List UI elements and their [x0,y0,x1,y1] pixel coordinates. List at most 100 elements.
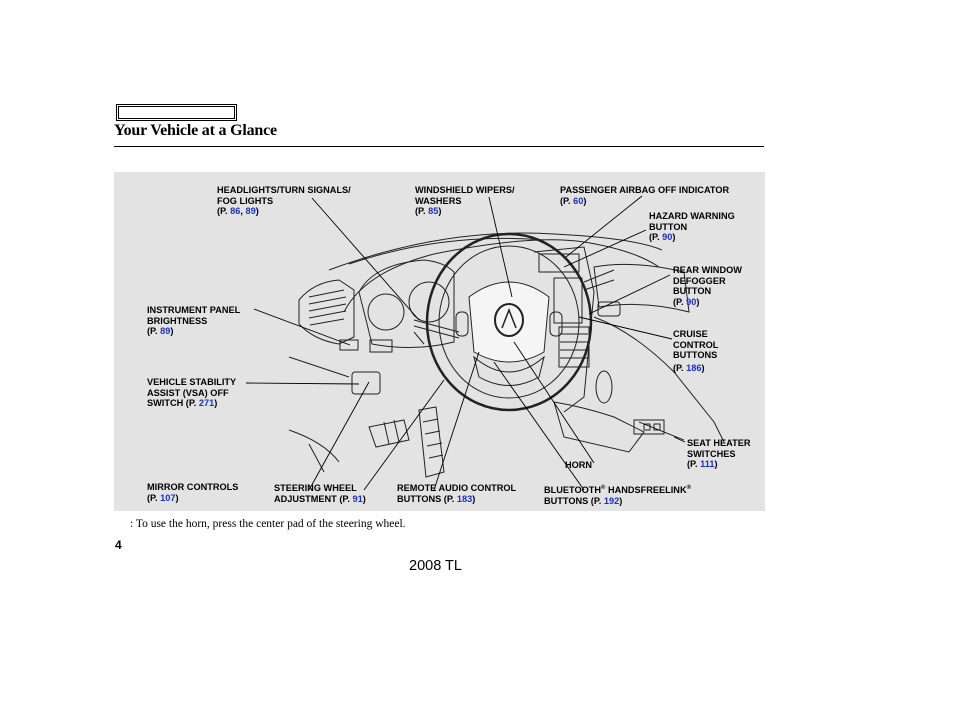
callout-seat-heater-ref: (P. 111) [687,459,750,470]
bluetooth-label: BLUETOOTH [544,485,601,496]
callout-headlights: HEADLIGHTS/TURN SIGNALS/ FOG LIGHTS (P. … [217,185,351,217]
ref-suffix: ) [701,362,705,373]
ref-prefix: (P. [415,206,429,216]
callout-horn: HORN [565,460,592,471]
callout-instrument-ref: (P. 89) [147,326,240,337]
callout-cruise-ref: (P. 186) [673,363,718,374]
ref-prefix: (P. [147,492,161,503]
callout-steering-line2: ADJUSTMENT (P. [274,493,353,504]
callout-wipers: WINDSHIELD WIPERS/ WASHERS (P. 85) [415,185,515,217]
ref-suffix: ) [362,493,366,504]
callout-defogger-ref: (P. 90) [673,297,742,308]
page-link-183[interactable]: 183 [456,493,473,504]
ref-suffix: ) [170,326,174,336]
callout-steering-adjustment: STEERING WHEEL ADJUSTMENT (P. 91) [274,483,366,504]
callout-defogger-line3: BUTTON [673,286,712,296]
callout-cruise-line2: CONTROL [673,339,719,350]
callout-mirror-controls: MIRROR CONTROLS (P. 107) [147,482,238,503]
page-link-60[interactable]: 60 [573,195,584,206]
callout-remote-audio-line1: REMOTE AUDIO CONTROL [397,483,517,493]
page-link-86[interactable]: 86 [230,206,241,216]
dashboard-illustration-panel: HEADLIGHTS/TURN SIGNALS/ FOG LIGHTS (P. … [114,172,765,511]
ref-suffix: ) [583,195,587,206]
callout-bluetooth-line2: BUTTONS (P. [544,495,604,506]
callout-remote-audio-line2: BUTTONS (P. [397,493,457,504]
callout-instrument-brightness: INSTRUMENT PANEL BRIGHTNESS (P. 89) [147,305,240,337]
callout-remote-audio-ref: BUTTONS (P. 183) [397,494,516,505]
title-rule [114,146,764,147]
callout-seat-heater-line2: SWITCHES [687,448,736,459]
callout-vsa-switch: VEHICLE STABILITY ASSIST (VSA) OFF SWITC… [147,377,236,409]
footer-model: 2008 TL [409,558,462,574]
callout-airbag-indicator: PASSENGER AIRBAG OFF INDICATOR (P. 60) [560,185,729,206]
callout-headlights-line2: FOG LIGHTS [217,195,274,206]
callout-cruise-line3: BUTTONS [673,350,718,360]
registered-mark: ® [601,485,606,491]
callout-steering-ref: ADJUSTMENT (P. 91) [274,494,366,505]
ref-suffix: ) [255,206,259,216]
callout-instrument-line1: INSTRUMENT PANEL [147,305,241,315]
callout-mirror-line1: MIRROR CONTROLS [147,482,239,492]
registered-mark: ® [686,485,692,491]
ref-separator: , [240,206,246,216]
ref-suffix: ) [696,296,700,307]
callout-rear-defogger: REAR WINDOW DEFOGGER BUTTON (P. 90) [673,265,742,307]
page-title: Your Vehicle at a Glance [114,122,277,139]
ref-prefix: (P. [673,296,687,307]
horn-note: : To use the horn, press the center pad … [130,518,406,530]
ref-suffix: ) [438,206,442,216]
callout-wipers-line2: WASHERS [415,195,462,206]
callout-airbag-ref: (P. 60) [560,196,729,207]
ref-prefix: (P. [147,326,161,336]
callout-bluetooth-line1: BLUETOOTH® HANDSFREELINK® [544,483,691,496]
ref-suffix: ) [672,232,676,242]
ref-prefix: (P. [687,459,701,469]
callout-bluetooth-handsfreelink: BLUETOOTH® HANDSFREELINK® BUTTONS (P. 19… [544,483,691,506]
page-link-90[interactable]: 90 [686,296,697,307]
page-link-271[interactable]: 271 [198,398,215,408]
callout-cruise-line1: CRUISE [673,329,708,339]
callout-horn-line1: HORN [565,460,593,470]
ref-suffix: ) [714,459,718,469]
callout-vsa-line2: ASSIST (VSA) OFF [147,387,229,398]
page-number: 4 [115,538,122,552]
ref-prefix: (P. [560,195,574,206]
callout-mirror-ref: (P. 107) [147,493,238,504]
callout-defogger-line2: DEFOGGER [673,275,726,286]
page-link-186[interactable]: 186 [686,362,702,373]
callout-headlights-line1: HEADLIGHTS/TURN SIGNALS/ [217,185,351,195]
ref-prefix: (P. [649,232,663,242]
ref-prefix: (P. [673,362,687,373]
ref-suffix: ) [214,398,218,408]
callout-steering-line1: STEERING WHEEL [274,483,357,493]
callout-hazard-line2: BUTTON [649,221,688,232]
callout-remote-audio: REMOTE AUDIO CONTROL BUTTONS (P. 183) [397,483,516,504]
page-link-90[interactable]: 90 [662,232,673,242]
ref-suffix: ) [472,493,476,504]
callout-cruise-control: CRUISE CONTROL BUTTONS (P. 186) [673,329,718,373]
page-link-89[interactable]: 89 [160,326,171,336]
ref-prefix: (P. [217,206,231,216]
callout-airbag-line1: PASSENGER AIRBAG OFF INDICATOR [560,185,730,195]
section-tab-box [116,104,237,121]
callout-hazard: HAZARD WARNING BUTTON (P. 90) [649,211,735,243]
callout-wipers-line1: WINDSHIELD WIPERS/ [415,185,515,195]
page-link-192[interactable]: 192 [603,495,620,506]
callout-seat-heater: SEAT HEATER SWITCHES (P. 111) [687,438,750,470]
callout-seat-heater-line1: SEAT HEATER [687,438,751,448]
callout-wipers-ref: (P. 85) [415,206,515,217]
callout-vsa-line1: VEHICLE STABILITY [147,377,237,387]
callout-defogger-line1: REAR WINDOW [673,265,742,275]
page-link-91[interactable]: 91 [352,493,363,504]
callout-vsa-line3: SWITCH (P. [147,398,199,408]
callout-headlights-ref: (P. 86, 89) [217,206,351,217]
ref-suffix: ) [175,492,179,503]
page-link-107[interactable]: 107 [160,492,176,503]
page-link-111[interactable]: 111 [700,459,715,469]
callout-vsa-ref: SWITCH (P. 271) [147,398,236,409]
callout-hazard-line1: HAZARD WARNING [649,211,735,221]
page-link-89[interactable]: 89 [245,206,256,216]
callout-bluetooth-ref: BUTTONS (P. 192) [544,496,691,507]
handsfreelink-label: HANDSFREELINK [605,485,687,496]
page-link-85[interactable]: 85 [428,206,439,216]
